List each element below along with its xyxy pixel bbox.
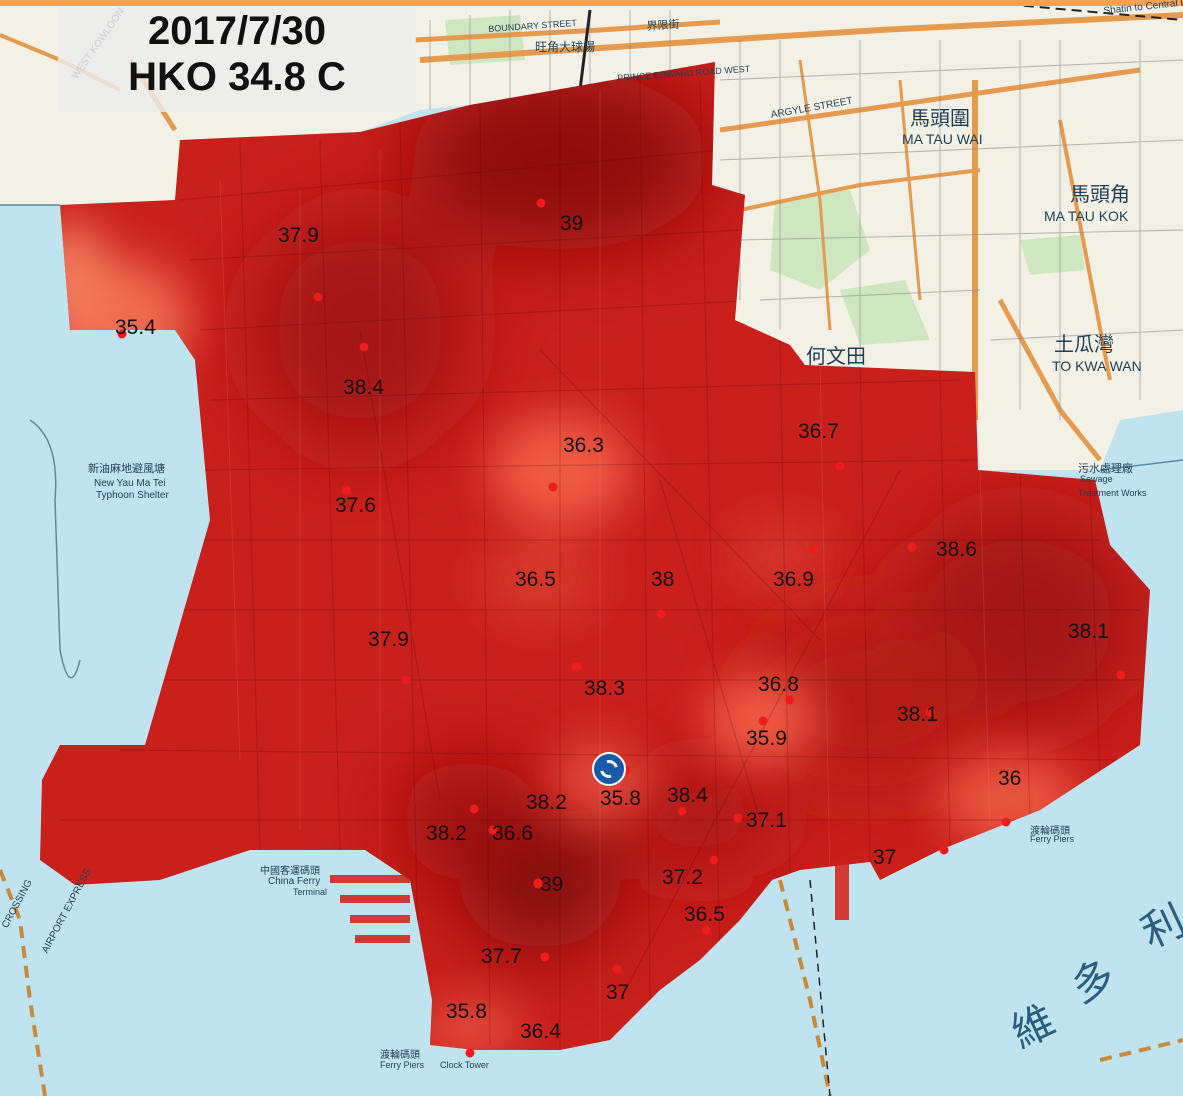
reading-37-south: 37	[606, 981, 630, 1004]
label-ho-man-tin-zh: 何文田	[806, 344, 866, 368]
station-dot-reading-37-2[interactable]	[709, 855, 719, 865]
reading-36-9: 36.9	[773, 568, 814, 591]
reading-37-9-northwest: 37.9	[278, 224, 319, 247]
label-clock-tower: Clock Tower	[440, 1060, 489, 1070]
reading-37-east: 37	[873, 846, 897, 869]
reading-35-8-center: 35.8	[600, 787, 641, 810]
label-ferry-piers-east: Ferry Piers	[1030, 834, 1075, 844]
reading-37-2: 37.2	[662, 866, 703, 889]
reading-37-1: 37.1	[746, 809, 787, 832]
station-dots	[117, 198, 1126, 1058]
reading-38-2-west: 38.2	[426, 822, 467, 845]
label-china-ferry-terminal-zh: 中國客運碼頭	[260, 866, 320, 877]
station-dot-reading-35-9[interactable]	[758, 716, 768, 726]
station-dot-reading-36-4[interactable]	[521, 1021, 531, 1031]
station-dot-reading-36[interactable]	[1001, 817, 1011, 827]
reading-36: 36	[998, 767, 1022, 790]
station-dot-reading-36-6[interactable]	[488, 825, 498, 835]
label-ma-tau-wai: MA TAU WAI	[902, 131, 983, 147]
reading-35-9: 35.9	[746, 727, 787, 750]
reading-36-3: 36.3	[563, 434, 604, 457]
label-ma-tau-kok-zh: 馬頭角	[1070, 182, 1130, 206]
station-dot-reading-36-9[interactable]	[808, 545, 818, 555]
station-dot-reading-38-2-west[interactable]	[469, 804, 479, 814]
label-jie-xian-jie: 界限街	[646, 17, 680, 33]
station-dot-reading-36-7[interactable]	[835, 461, 845, 471]
reading-38-3: 38.3	[584, 677, 625, 700]
label-china-ferry-terminal: China Ferry	[268, 876, 321, 887]
label-ma-tau-wai-zh: 馬頭圍	[910, 106, 970, 130]
reading-36-5-south: 36.5	[684, 903, 725, 926]
label-typhoon-shelter: New Yau Ma Tei	[94, 478, 166, 489]
station-dot-reading-38-4-south[interactable]	[677, 806, 687, 816]
station-dot-reading-37-9-northwest[interactable]	[313, 292, 323, 302]
label-sewage-zh: 污水處理廠	[1078, 462, 1133, 475]
station-dot-reading-37-6[interactable]	[341, 485, 351, 495]
station-dot-reading-35-4[interactable]	[117, 329, 127, 339]
reading-39-south: 39	[540, 873, 564, 896]
label-mong-kok-stadium: 旺角大球場	[535, 40, 596, 54]
station-dot-reading-37-south[interactable]	[612, 964, 622, 974]
street-grid	[429, 10, 1183, 420]
reading-38: 38	[651, 568, 675, 591]
station-dot-reading-35-8-south[interactable]	[465, 1048, 475, 1058]
reading-38-1-mid: 38.1	[897, 703, 938, 726]
reading-37-6: 37.6	[335, 494, 376, 517]
title-overlay: 2017/7/30 HKO 34.8 C	[58, 8, 416, 112]
reading-38-2-center: 38.2	[526, 791, 567, 814]
station-dot-reading-36-3[interactable]	[548, 482, 558, 492]
hko-reading-title: HKO 34.8 C	[128, 55, 346, 99]
reading-35-4: 35.4	[115, 316, 156, 339]
top-frame-bar	[0, 0, 1183, 6]
label-to-kwa-wan: TO KWA WAN	[1052, 358, 1142, 374]
reading-38-4-south: 38.4	[667, 784, 708, 807]
station-dot-reading-37-9-west[interactable]	[401, 675, 411, 685]
station-dot-reading-39-north[interactable]	[536, 198, 546, 208]
label-terminal: Terminal	[293, 887, 328, 897]
reading-37-7: 37.7	[481, 945, 522, 968]
reading-36-5-center: 36.5	[515, 568, 556, 591]
station-dot-reading-36-5-south[interactable]	[701, 925, 711, 935]
label-treatment-works: Treatment Works	[1078, 488, 1147, 498]
station-dot-reading-37-7[interactable]	[540, 952, 550, 962]
station-dot-reading-37-east[interactable]	[939, 845, 949, 855]
piers	[330, 860, 849, 943]
reading-38-1-east: 38.1	[1068, 620, 1109, 643]
reading-36-7: 36.7	[798, 420, 839, 443]
station-dot-reading-39-south[interactable]	[533, 878, 543, 888]
date-title: 2017/7/30	[148, 9, 326, 53]
reading-37-9-west: 37.9	[368, 628, 409, 651]
label-ferry-piers-east-zh: 渡輪碼頭	[1030, 826, 1070, 837]
reading-36-6: 36.6	[492, 822, 533, 845]
label-ferry-piers-zh: 渡輪碼頭	[380, 1050, 420, 1061]
reading-39-north: 39	[560, 212, 584, 235]
label-typhoon-shelter-2: Typhoon Shelter	[96, 490, 169, 501]
reading-38-6: 38.6	[936, 538, 977, 561]
station-dot-reading-38-6[interactable]	[907, 542, 917, 552]
station-dot-reading-38-1-mid[interactable]	[925, 707, 935, 717]
reading-38-4-north: 38.4	[343, 376, 384, 399]
label-to-kwa-wan-zh: 土瓜灣	[1054, 332, 1114, 356]
reading-35-8-south: 35.8	[446, 1000, 487, 1023]
station-dot-reading-38[interactable]	[656, 609, 666, 619]
reading-36-8: 36.8	[758, 673, 799, 696]
label-ma-tau-kok: MA TAU KOK	[1044, 208, 1129, 224]
station-dot-reading-38-1-east[interactable]	[1116, 670, 1126, 680]
label-ferry-piers: Ferry Piers	[380, 1060, 425, 1070]
coastline	[0, 204, 1183, 679]
label-sewage: Sewage	[1080, 474, 1113, 484]
station-dot-reading-38-3[interactable]	[571, 662, 581, 672]
reading-36-4: 36.4	[520, 1020, 561, 1043]
station-dot-reading-37-1[interactable]	[733, 813, 743, 823]
weather-station-icon[interactable]	[592, 752, 626, 786]
station-dot-reading-38-4-north[interactable]	[359, 342, 369, 352]
station-dot-reading-36-8[interactable]	[785, 695, 795, 705]
label-typhoon-shelter-zh: 新油麻地避風塘	[88, 462, 165, 475]
